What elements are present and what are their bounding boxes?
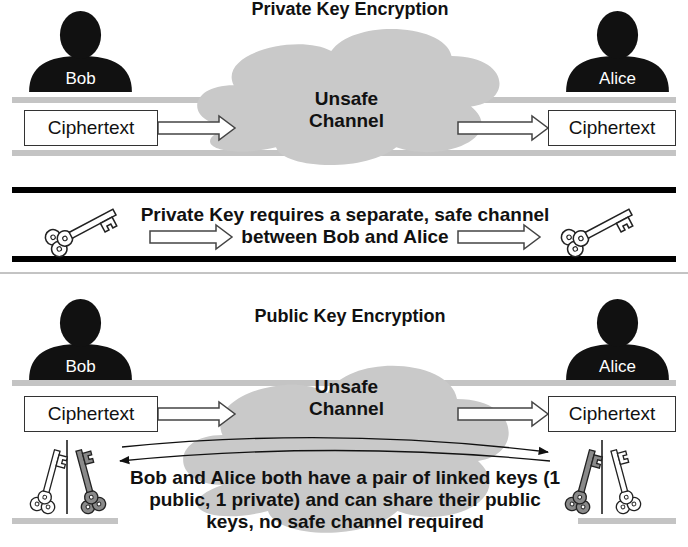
ciphertext-label: Ciphertext — [569, 403, 656, 425]
hollow-arrow — [150, 225, 232, 249]
panel-title: Public Key Encryption — [195, 305, 505, 327]
private-key-icon — [67, 447, 107, 515]
ciphertext-box: Ciphertext — [24, 110, 158, 146]
key-divider — [66, 440, 68, 514]
person-silhouette: Alice — [565, 298, 670, 380]
key-exchange-arrow — [122, 438, 548, 452]
person-name: Alice — [565, 69, 670, 89]
ciphertext-label: Ciphertext — [48, 117, 135, 139]
person-head — [60, 11, 101, 59]
explanation-text: Bob and Alice both have a pair of linked… — [125, 467, 565, 533]
person-name: Bob — [28, 69, 133, 89]
hollow-arrow-connector — [158, 402, 235, 426]
hollow-arrow-connector — [158, 116, 235, 140]
hollow-arrow — [458, 225, 540, 249]
channel-band — [12, 518, 118, 524]
person-head — [597, 299, 638, 347]
key-icon — [559, 199, 638, 259]
safe-channel-bar — [12, 256, 676, 262]
person-name: Bob — [28, 357, 133, 377]
person-name: Alice — [565, 357, 670, 377]
key-icon — [43, 199, 122, 259]
ciphertext-label: Ciphertext — [48, 403, 135, 425]
person-silhouette: Bob — [28, 298, 133, 380]
private-key-icon — [564, 447, 604, 515]
panel-title: Private Key Encryption — [195, 0, 505, 20]
ciphertext-box: Ciphertext — [24, 396, 158, 432]
ciphertext-label: Ciphertext — [569, 117, 656, 139]
public-key-icon — [29, 447, 69, 515]
separator-line — [0, 273, 688, 274]
person-silhouette: Bob — [28, 10, 133, 92]
person-silhouette: Alice — [565, 10, 670, 92]
channel-cloud: Unsafe Channel — [235, 50, 458, 170]
person-head — [597, 11, 638, 59]
ciphertext-box: Ciphertext — [548, 110, 676, 146]
hollow-arrow-connector — [458, 402, 548, 426]
channel-cloud: Unsafe Channel — [235, 350, 458, 445]
explanation-text: Private Key requires a separate, safe ch… — [125, 204, 565, 248]
channel-label: Unsafe Channel — [287, 376, 407, 420]
hollow-arrow-connector — [458, 116, 548, 140]
channel-band — [578, 518, 676, 524]
person-head — [60, 299, 101, 347]
cloud-outline — [197, 29, 499, 165]
safe-channel-bar — [12, 187, 676, 193]
key-divider — [601, 440, 603, 514]
public-key-icon — [602, 447, 642, 515]
key-exchange-arrow — [120, 451, 550, 462]
channel-label: Unsafe Channel — [287, 88, 407, 132]
ciphertext-box: Ciphertext — [548, 396, 676, 432]
